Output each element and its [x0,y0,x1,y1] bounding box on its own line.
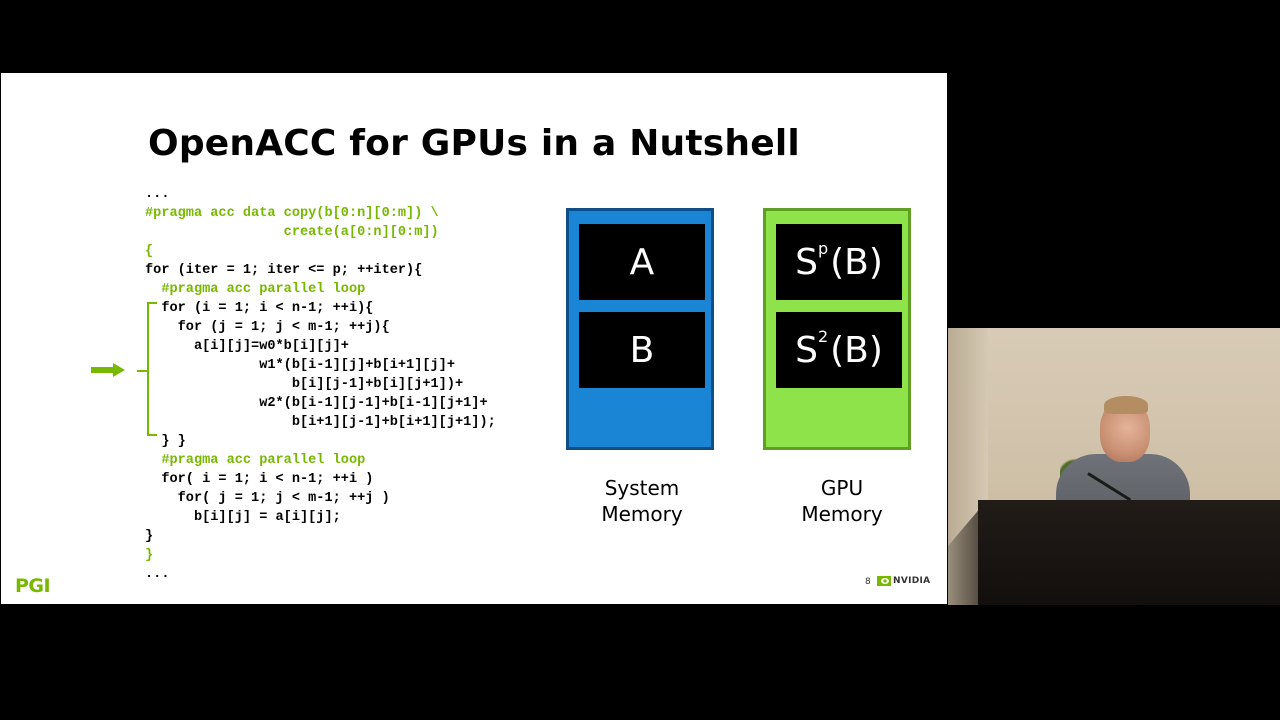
gpu-cell2-sup: 2 [817,326,829,346]
code-line: for (j = 1; j < m-1; ++j){ [145,320,390,335]
code-line: b[i][j] = a[i][j]; [145,510,341,525]
system-memory-cell-b: B [579,312,705,388]
system-memory-cell-a: A [579,224,705,300]
page-number: 8 [865,577,871,587]
code-line: for (iter = 1; iter <= p; ++iter){ [145,263,423,278]
code-line: } } [145,434,186,449]
gpu-cell2-base: S [795,329,818,371]
loop-bracket [147,302,157,436]
presentation-slide: OpenACC for GPUs in a Nutshell ... #pragm… [1,73,947,604]
loop-bracket-tick [137,370,147,372]
gpu-cell1-rest: (B) [830,241,883,283]
code-line: #pragma acc parallel loop [145,453,366,468]
code-line: for( i = 1; i < n-1; ++i ) [145,472,374,487]
speaker-hair [1104,396,1148,414]
code-line: } [145,548,154,563]
nvidia-logo: NVIDIA [877,576,930,586]
code-line: w2*(b[i-1][j-1]+b[i-1][j+1]+ [145,396,488,411]
code-line: b[i+1][j-1]+b[i+1][j+1]); [145,415,496,430]
code-listing: ...#pragma acc data copy(b[0:n][0:m]) \ … [145,185,496,584]
speaker-video-inset [948,328,1280,605]
code-line: b[i][j-1]+b[i][j+1])+ [145,377,464,392]
code-line: create(a[0:n][0:m]) [145,225,439,240]
code-line: ... [145,567,170,582]
code-line: #pragma acc parallel loop [145,282,366,297]
code-line: } [145,529,154,544]
system-memory-label: System Memory [542,475,742,527]
system-memory-label-line1: System [604,476,680,500]
nvidia-wordmark: NVIDIA [893,576,931,586]
code-line: { [145,244,154,259]
gpu-memory-label-line1: GPU [820,476,864,500]
code-line: a[i][j]=w0*b[i][j]+ [145,339,349,354]
code-line: w1*(b[i-1][j]+b[i+1][j]+ [145,358,455,373]
arrow-right-icon [91,363,125,377]
code-line: ... [145,187,170,202]
gpu-memory-label: GPU Memory [742,475,942,527]
slide-title: OpenACC for GPUs in a Nutshell [148,123,800,164]
code-line: for (i = 1; i < n-1; ++i){ [145,301,374,316]
podium [978,500,1280,605]
nvidia-eye-icon [877,576,891,586]
gpu-memory-label-line2: Memory [801,502,883,526]
code-line: for( j = 1; j < m-1; ++j ) [145,491,390,506]
gpu-cell1-base: S [795,241,818,283]
code-line: #pragma acc data copy(b[0:n][0:m]) \ [145,206,439,221]
system-memory-box: A B [566,208,714,450]
system-memory-label-line2: Memory [601,502,683,526]
gpu-cell1-sup: p [817,238,829,258]
pgi-logo: PGI [15,575,51,597]
gpu-cell2-rest: (B) [830,329,883,371]
